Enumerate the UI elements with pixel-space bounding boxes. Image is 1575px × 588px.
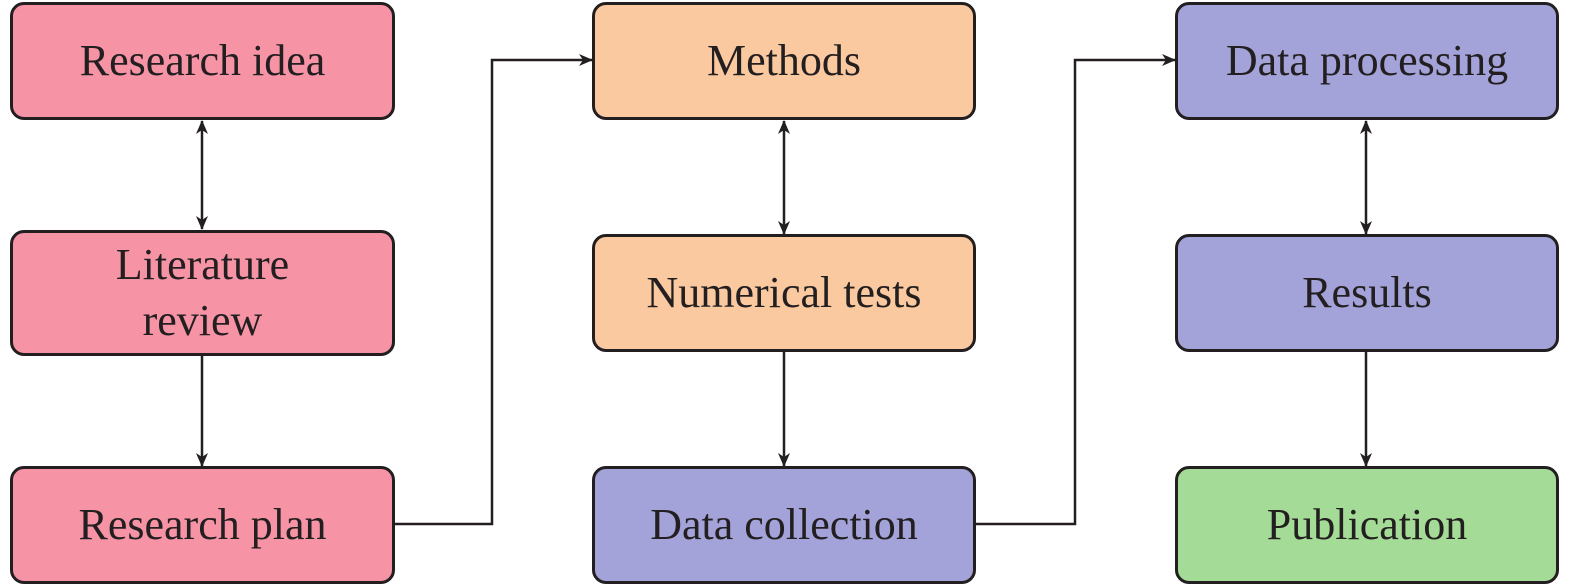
node-label: Numerical tests: [646, 268, 922, 317]
node-label: Methods: [707, 36, 861, 85]
node-research-idea: Research idea: [10, 2, 395, 120]
node-label: Literature review: [115, 240, 290, 345]
node-publication: Publication: [1175, 466, 1559, 584]
node-label: Data processing: [1225, 36, 1509, 85]
node-data-processing: Data processing: [1175, 2, 1559, 120]
node-label: Results: [1302, 268, 1432, 317]
node-label: Data collection: [650, 500, 918, 549]
node-results: Results: [1175, 234, 1559, 352]
node-data-collection: Data collection: [592, 466, 976, 584]
edge-data-collection-data-processing: [976, 54, 1176, 526]
node-research-plan: Research plan: [10, 466, 395, 584]
node-numerical-tests: Numerical tests: [592, 234, 976, 352]
node-methods: Methods: [592, 2, 976, 120]
node-label: Research idea: [79, 36, 326, 85]
node-literature-review: Literature review: [10, 230, 395, 356]
node-label: Research plan: [78, 500, 327, 549]
edge-research-plan-methods: [395, 54, 593, 526]
node-label: Publication: [1266, 500, 1468, 549]
